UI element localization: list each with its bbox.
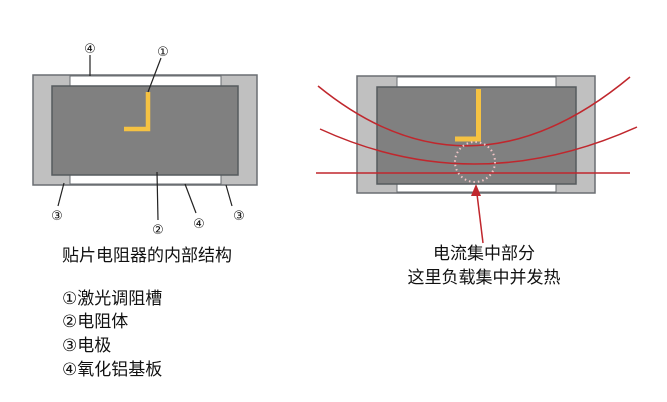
right-chip: [316, 75, 638, 244]
legend-item-1: ①激光调阻槽: [62, 289, 162, 309]
substrate-top-exposed: [396, 76, 557, 88]
substrate-top-exposed: [69, 75, 222, 87]
right-caption-1: 电流集中部分: [433, 244, 535, 264]
substrate-bottom-exposed: [69, 174, 222, 185]
marker-3-right: ③: [233, 209, 245, 224]
legend-item-2: ②电阻体: [62, 312, 128, 332]
laser-trim-groove: [124, 92, 151, 132]
right-caption-2: 这里负载集中并发热: [408, 268, 561, 288]
legend-item-3: ③电极: [62, 336, 111, 356]
concentration-circle: [454, 141, 496, 183]
marker-4-top: ④: [84, 42, 96, 57]
legend-item-4: ④氧化铝基板: [62, 360, 162, 380]
marker-2: ②: [152, 223, 164, 238]
marker-1: ①: [157, 45, 169, 60]
arrow-shaft: [476, 193, 484, 244]
leader-lines: [57, 55, 233, 221]
current-line-2: [319, 126, 638, 165]
left-chip: ④ ① ③ ② ④ ③: [32, 42, 258, 238]
current-paths: [316, 76, 638, 174]
marker-3-left: ③: [51, 209, 63, 224]
marker-4-bottom: ④: [193, 217, 205, 232]
laser-trim-groove: [455, 89, 481, 142]
left-title: 贴片电阻器的内部结构: [62, 246, 232, 266]
current-line-1: [317, 76, 631, 147]
arrow-head: [471, 184, 481, 196]
